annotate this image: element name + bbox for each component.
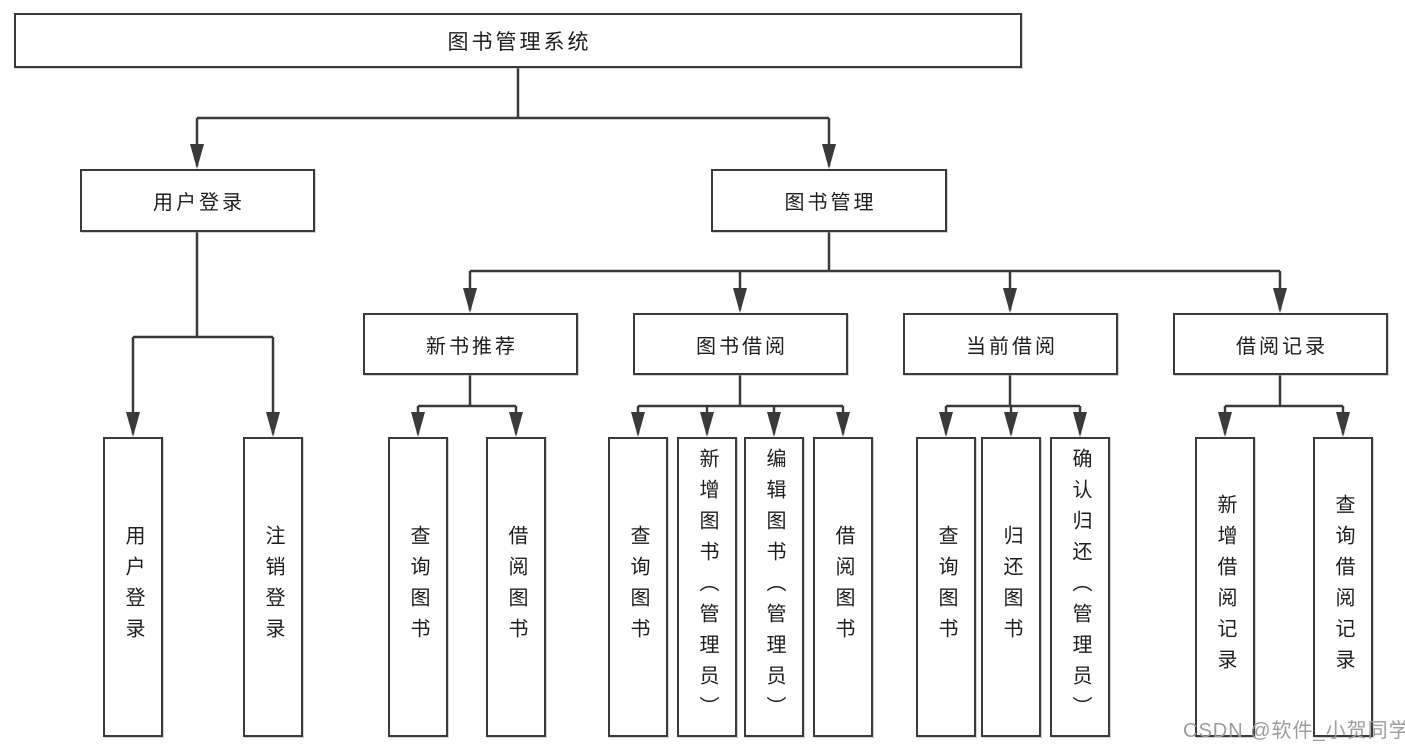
- leaf-records-add-record: 新增借阅记录: [1195, 437, 1255, 737]
- leaf-recommend-query-books: 查询图书: [388, 437, 448, 737]
- connector-current-bracket: [946, 375, 1080, 408]
- node-book-borrow: 图书借阅: [633, 313, 848, 375]
- leaf-current-return-books: 归还图书: [981, 437, 1041, 737]
- leaf-borrow-query-books: 查询图书: [608, 437, 668, 737]
- leaf-user-login: 用户登录: [103, 437, 163, 737]
- csdn-watermark: CSDN @软件_小贺同学: [1183, 720, 1405, 742]
- leaf-current-confirm-return-admin: 确认归还（管理员）: [1050, 437, 1110, 737]
- leaf-recommend-borrow-books: 借阅图书: [486, 437, 546, 737]
- leaf-borrow-edit-books-admin: 编辑图书（管理员）: [744, 437, 804, 737]
- node-user-login-branch: 用户登录: [80, 169, 315, 232]
- connector-borrow-bracket: [638, 375, 843, 408]
- connector-book-management-bracket: [470, 232, 1280, 273]
- node-book-management: 图书管理: [711, 169, 947, 232]
- connector-records-bracket: [1225, 375, 1343, 408]
- connector-root-bracket: [197, 68, 829, 120]
- node-current-borrow: 当前借阅: [903, 313, 1118, 375]
- leaf-logout: 注销登录: [243, 437, 303, 737]
- connector-recommend-bracket: [418, 375, 516, 408]
- connector-user-login-bracket: [133, 232, 273, 339]
- leaf-borrow-borrow-books: 借阅图书: [813, 437, 873, 737]
- node-system-root: 图书管理系统: [14, 13, 1022, 68]
- leaf-current-query-books: 查询图书: [916, 437, 976, 737]
- leaf-records-query-record: 查询借阅记录: [1313, 437, 1373, 737]
- node-new-book-recommend: 新书推荐: [363, 313, 578, 375]
- node-borrow-records: 借阅记录: [1173, 313, 1388, 375]
- leaf-borrow-add-books-admin: 新增图书（管理员）: [677, 437, 737, 737]
